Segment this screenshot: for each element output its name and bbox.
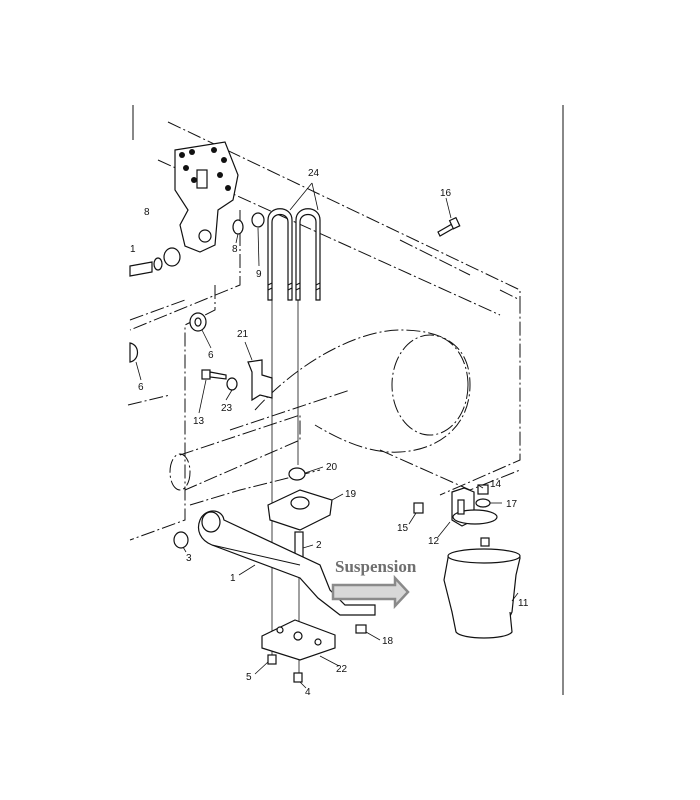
part-22-clamp-plate bbox=[261, 619, 336, 661]
callout-3: 3 bbox=[186, 553, 192, 564]
callout-20: 20 bbox=[326, 462, 338, 473]
part-15-nut bbox=[413, 502, 424, 514]
part-19-spring-pad bbox=[267, 489, 333, 531]
part-13-bolt bbox=[201, 369, 227, 380]
callout-16: 16 bbox=[440, 188, 452, 199]
part-20-spacer bbox=[288, 467, 306, 481]
callout-9: 9 bbox=[256, 269, 262, 280]
part-14-nut bbox=[477, 484, 489, 495]
callout-14: 14 bbox=[490, 479, 502, 490]
callout-5: 5 bbox=[246, 672, 252, 683]
callout-10: 8 bbox=[144, 207, 150, 218]
callout-4: 4 bbox=[305, 687, 311, 698]
part-21-bracket bbox=[247, 359, 273, 402]
callout-6-b: 6 bbox=[138, 382, 144, 393]
suspension-arrow bbox=[331, 574, 410, 610]
part-4-nut bbox=[293, 672, 303, 683]
callout-19: 19 bbox=[345, 489, 357, 500]
part-23-washer bbox=[226, 377, 238, 391]
spring-hanger-bracket bbox=[174, 141, 239, 253]
part-8-washer bbox=[232, 219, 244, 235]
callout-12: 12 bbox=[428, 536, 440, 547]
callout-21: 21 bbox=[237, 329, 249, 340]
part-6-washer-b bbox=[129, 342, 139, 363]
u-bolts bbox=[267, 208, 321, 301]
callout-24: 24 bbox=[308, 168, 320, 179]
callout-11: 11 bbox=[518, 598, 529, 609]
callout-8: 8 bbox=[232, 244, 238, 255]
callout-17: 17 bbox=[506, 499, 518, 510]
callout-13: 13 bbox=[193, 416, 205, 427]
callout-15: 15 bbox=[397, 523, 409, 534]
suspension-caption: Suspension bbox=[335, 557, 417, 576]
callout-1-top: 1 bbox=[130, 244, 136, 255]
leader-lines bbox=[135, 182, 519, 689]
callout-23: 23 bbox=[221, 403, 233, 414]
part-18-nut bbox=[355, 624, 367, 634]
part-11-air-spring bbox=[443, 537, 521, 639]
part-16-bolt bbox=[437, 216, 461, 237]
callout-6-a: 6 bbox=[208, 350, 214, 361]
part-12-upper-bracket bbox=[451, 487, 498, 527]
part-1-leaf-spring bbox=[197, 510, 376, 616]
part-10-bushing bbox=[129, 247, 181, 277]
callout-2: 2 bbox=[316, 540, 322, 551]
part-9-washer bbox=[251, 212, 265, 228]
axle-housing bbox=[169, 329, 521, 506]
callout-18: 18 bbox=[382, 636, 394, 647]
part-5-nut bbox=[267, 654, 277, 665]
part-17-washer bbox=[475, 498, 491, 508]
center-lines bbox=[271, 290, 300, 675]
part-3-bushing bbox=[173, 531, 189, 549]
callout-22: 22 bbox=[336, 664, 348, 675]
callout-1: 1 bbox=[230, 573, 236, 584]
